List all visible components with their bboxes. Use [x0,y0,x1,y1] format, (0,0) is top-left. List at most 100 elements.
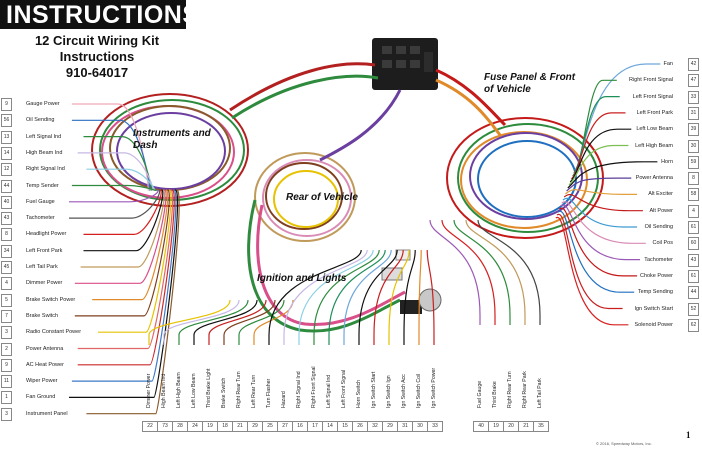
left-lead-wire [80,189,165,268]
right-lead-wire [562,197,638,228]
wire-number: 58 [688,188,699,202]
wire-number: 8 [1,228,12,242]
wire-label: High Beam Ind [26,149,63,156]
wire-number: 21 [518,421,534,432]
region-label-rear: Rear of Vehicle [286,192,358,203]
wire-label: Fan [663,61,673,67]
wire-label: Ign Switch Start [634,305,673,312]
wire-label: Left Rear Turn [251,374,257,408]
right-lead-wire [556,214,623,310]
wire-label: Hazard [281,391,287,408]
wire-number: 56 [1,114,12,128]
wire-number: 1 [1,391,12,405]
left-lead-wire [71,103,149,191]
right-lead-wires [555,63,661,326]
bottom-lead-wire [358,249,398,345]
wire-label: Oil Sending [644,224,673,230]
bottom-lead-wire [426,249,435,345]
wire-label: Left Front Signal [632,93,673,100]
wire-label: Left Front Park [636,109,673,116]
wire-number: 4 [1,277,12,291]
bottom-lead-wire [238,299,285,345]
wire-number: 2 [1,342,12,356]
left-lead-wire [74,189,167,284]
wire-label: Oil Sending [26,117,55,124]
wire-number: 73 [157,421,173,432]
wire-number: 39 [688,123,699,137]
wire-label: Left Low Beam [636,126,673,133]
wire-label: Left Front Signal [341,369,347,408]
wire-label: Turn Flasher [266,378,272,408]
right-lead-wire [565,189,638,195]
rear-harness-coil [254,152,356,242]
right-lead-wire [560,204,640,261]
bottom-lead-wire [441,219,496,325]
wire-label: Alt Power [649,207,673,214]
page-number: 1 [686,430,691,440]
wire-number: 27 [277,421,293,432]
left-lead-wire [92,189,169,301]
left-lead-wire [83,189,162,235]
wire-number: 24 [187,421,203,432]
wire-label: Tachometer [26,215,55,222]
wire-number: 45 [1,261,12,274]
right-lead-wire [555,217,629,326]
wire-label: Brake Switch Power [26,296,76,303]
wire-label: Horn [661,158,673,165]
wire-label: Temp Sender [26,182,59,189]
wire-number: 22 [142,421,158,432]
wire-label: Right Rear Turn [236,371,242,408]
bottom-lead-wire [223,299,276,345]
bottom-lead-wire [208,299,267,345]
wire-label: Left Signal Ind [26,133,62,140]
right-lead-wire [561,201,646,244]
wire-number: 30 [688,139,699,153]
wire-label: Solenoid Power [634,321,673,328]
wire-number: 26 [352,421,368,432]
wire-number: 29 [382,421,398,432]
bottom-lead-wire [283,249,368,345]
left-lead-wire [71,189,177,382]
bottom-lead-wire [388,249,410,345]
right-lead-wire [567,161,658,189]
wire-number: 14 [322,421,338,432]
wire-number: 35 [533,421,549,432]
left-lead-wire [86,189,180,415]
bottom-lead-wire [429,219,481,325]
wire-label: Horn Switch [356,380,362,408]
right-lead-wire [569,128,632,183]
region-label-ignition: Ignition and Lights [257,273,347,284]
wire-label: Left Signal Ind [326,374,332,408]
connecting-harness [229,62,507,333]
wire-number: 40 [1,195,12,209]
wire-number: 40 [473,421,489,432]
fuse-panel [372,38,438,90]
bottom-lead-wire [328,249,386,345]
instructions-heading: Instructions [59,49,135,64]
wire-label: Left Front Park [26,247,63,254]
wire-number: 62 [688,318,699,332]
bottom-lead-wire [148,299,231,345]
left-lead-wire [98,189,172,333]
wire-number: 19 [488,421,504,432]
left-lead-wire [77,189,175,366]
wire-label: Fuel Gauge [477,380,483,408]
wire-label: Left Tail Park [537,378,543,408]
left-wire-row: 56 Oil Sending [0,114,100,128]
left-lead-wire [74,189,170,317]
region-label-instruments: Instruments and Dash [133,128,211,151]
